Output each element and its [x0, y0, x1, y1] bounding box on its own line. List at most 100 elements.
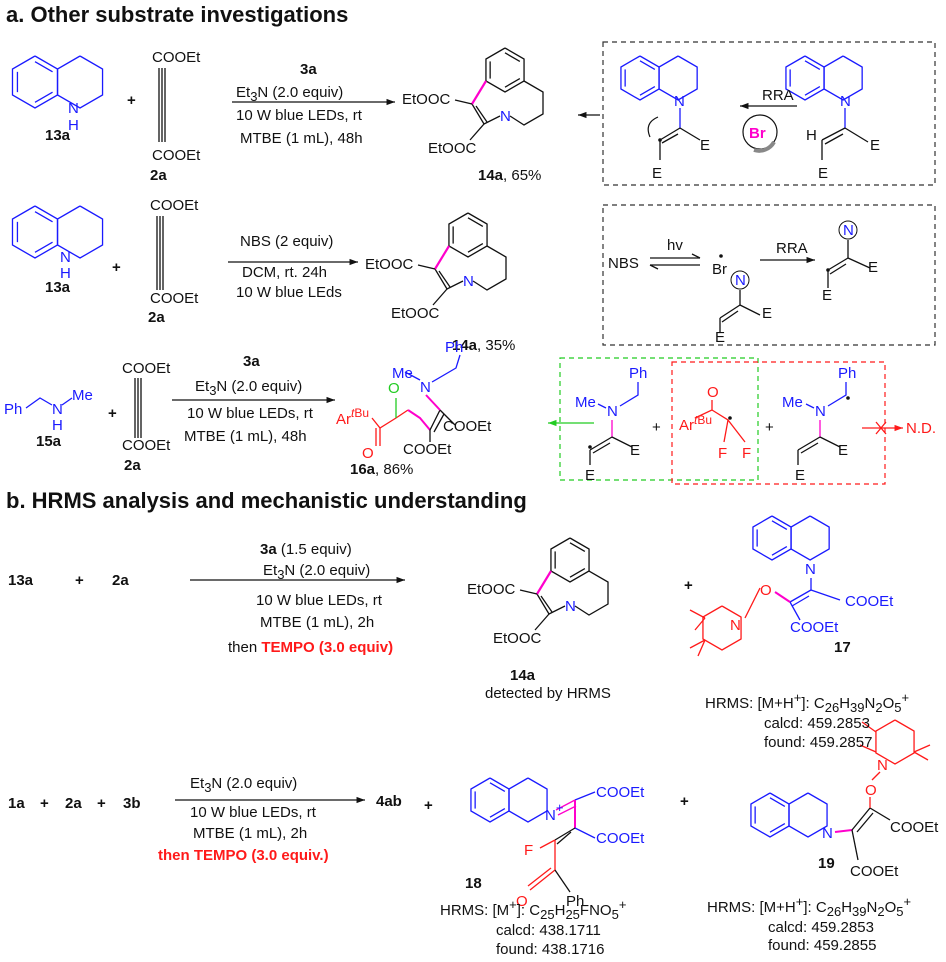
bond: [574, 791, 596, 801]
condition-light: 10 W blue LEDs, rt: [190, 804, 317, 821]
bond: [371, 409, 409, 429]
atom-h: H: [60, 265, 71, 282]
compound-label-14a: 14a: [510, 667, 536, 684]
atom-o: O: [707, 384, 719, 401]
adduct-ester: COOEt: [845, 593, 894, 610]
bond: [509, 80, 544, 126]
bond: [739, 304, 761, 316]
hrms-formula: HRMS: [M+H+]: C26H39N2O5+: [707, 894, 911, 919]
aromatic-bond: [804, 60, 821, 70]
bromine-radical: Br: [749, 125, 766, 142]
radical-dot: [658, 138, 662, 142]
radical-dot: [588, 445, 592, 449]
plus-sign: +: [112, 259, 121, 276]
atom-e: E: [868, 259, 878, 276]
hrms-calcd: calcd: 459.2853: [768, 919, 874, 936]
bond: [847, 257, 871, 269]
condition-light: 10 W blue LEDs, rt: [256, 592, 383, 609]
hrms-calcd: calcd: 438.1711: [496, 922, 601, 939]
hrms-found: found: 459.2857: [764, 734, 872, 751]
atom-e: E: [818, 165, 828, 182]
n-circle: [730, 270, 750, 290]
atom-n: N: [815, 403, 826, 420]
atom-e: E: [870, 137, 880, 154]
bond: [454, 99, 473, 105]
product-ester: COOEt: [403, 441, 452, 458]
product-label: 14a, 35%: [452, 337, 515, 354]
atom-h: H: [52, 417, 63, 434]
atom-ph: Ph: [838, 365, 856, 382]
row3-reaction: Ph N H Me 15a + COOEt COOEt 2a 3a Et3N (…: [4, 339, 936, 484]
bond: [800, 442, 819, 454]
radical-dot: [728, 416, 732, 420]
aromatic-bond: [771, 520, 788, 530]
atom-e: E: [715, 329, 725, 346]
bond: [744, 587, 761, 619]
aromatic-bond: [34, 91, 53, 103]
bond: [719, 304, 741, 319]
atom-n: N: [420, 379, 431, 396]
atom-n: N: [805, 561, 816, 578]
not-detected-label: N.D.: [906, 420, 936, 437]
bond: [597, 403, 607, 409]
product-ester: EtOOC: [467, 581, 516, 598]
ring: [508, 777, 548, 823]
rra-arrow-head: [806, 256, 815, 264]
condition-solvent: MTBE (1 mL), 2h: [193, 825, 307, 842]
atom-e: E: [630, 442, 640, 459]
bond: [25, 397, 53, 409]
ring: [823, 55, 863, 101]
new-bond: [425, 394, 441, 411]
bond: [851, 829, 859, 861]
atom-h: H: [68, 117, 79, 134]
hv-label: hv: [667, 237, 683, 254]
bond: [721, 310, 739, 323]
atom-n: N: [735, 272, 746, 289]
condition-catalyst: 3a: [300, 61, 317, 78]
ring: [875, 719, 915, 765]
bond: [611, 436, 633, 448]
aromatic-bond: [569, 542, 586, 552]
mechanism-arrow-head: [578, 111, 587, 119]
atom-e: E: [762, 305, 772, 322]
bond: [789, 589, 812, 603]
bond: [438, 270, 451, 288]
atom-me: Me: [72, 387, 93, 404]
atom-ph: Ph: [566, 893, 584, 910]
condition-base: Et3N (2.0 equiv): [236, 84, 343, 104]
bond: [589, 436, 613, 451]
methyl-bond: [913, 751, 929, 761]
row1-reaction: N H 13a + COOEt COOEt 2a 3a Et3N (2.0 eq…: [45, 49, 880, 184]
row5-reaction: 1a + 2a + 3b Et3N (2.0 equiv) 10 W blue …: [8, 757, 939, 958]
alkyne-ester-bottom: COOEt: [122, 437, 171, 454]
condition-base: Et3N (2.0 equiv): [263, 562, 370, 582]
atom-e: E: [652, 165, 662, 182]
atom-me: Me: [392, 365, 413, 382]
methyl-bond: [861, 721, 877, 733]
plus-sign: +: [108, 405, 117, 422]
bond: [431, 354, 461, 383]
compound-label-2a: 2a: [148, 309, 165, 326]
new-bond: [407, 409, 431, 431]
rra-arrow-head: [740, 102, 749, 110]
intermediate-ester: COOEt: [850, 863, 899, 880]
aromatic-bond: [467, 217, 484, 227]
product-ester: EtOOC: [391, 305, 440, 322]
reaction-arrow-head: [356, 796, 365, 804]
bond: [439, 409, 456, 426]
atom-n: N: [463, 273, 474, 290]
adduct-ester: COOEt: [790, 619, 839, 636]
bond: [844, 127, 869, 143]
aromatic-bond: [804, 86, 821, 96]
condition-then: then TEMPO (3.0 equiv.): [158, 847, 329, 864]
product-label: 14a, 65%: [478, 167, 541, 184]
atom-o: O: [865, 782, 877, 799]
aromatic-bond: [504, 78, 521, 88]
bond: [61, 397, 73, 406]
intermediate-ester: COOEt: [596, 784, 645, 801]
cross-mark: [875, 421, 887, 435]
product-4ab: 4ab: [376, 793, 402, 810]
atom-me: Me: [575, 394, 596, 411]
product-ester: EtOOC: [428, 140, 477, 157]
atom-e: E: [795, 467, 805, 484]
